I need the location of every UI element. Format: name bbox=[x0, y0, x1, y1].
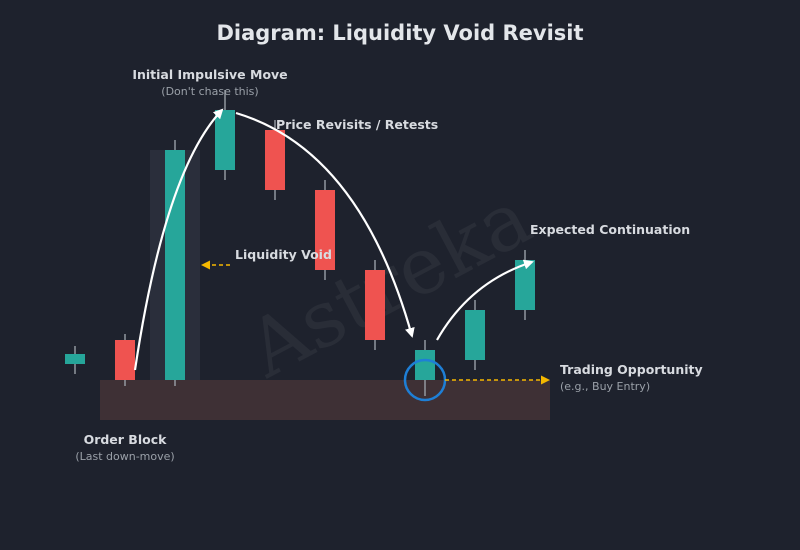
impulse-label: Initial Impulsive Move bbox=[132, 67, 287, 82]
retest-arrow bbox=[235, 111, 415, 338]
candle-2 bbox=[115, 334, 135, 386]
diagram-title: Diagram: Liquidity Void Revisit bbox=[216, 21, 583, 45]
impulse-move-arrow bbox=[133, 108, 224, 371]
trading-opportunity-label: Trading Opportunity bbox=[560, 362, 703, 377]
watermark: Astreka bbox=[233, 173, 545, 396]
candle-body bbox=[315, 190, 335, 270]
candle-5 bbox=[265, 120, 285, 200]
candle-4 bbox=[215, 90, 235, 180]
candle-body bbox=[65, 354, 85, 364]
continuation-arrow bbox=[436, 259, 534, 341]
candle-body bbox=[215, 110, 235, 170]
continuation-label: Expected Continuation bbox=[530, 222, 690, 237]
trading-opportunity-sublabel: (e.g., Buy Entry) bbox=[560, 380, 650, 393]
candle-7 bbox=[365, 260, 385, 350]
candle-8 bbox=[415, 340, 435, 396]
order-block-sublabel: (Last down-move) bbox=[75, 450, 174, 463]
liquidity-void-label: Liquidity Void bbox=[235, 247, 332, 262]
impulse-sublabel: (Don't chase this) bbox=[161, 85, 258, 98]
candle-9 bbox=[465, 300, 485, 370]
order-block-zone bbox=[100, 380, 550, 420]
candle-body bbox=[165, 150, 185, 380]
candle-body bbox=[115, 340, 135, 380]
order-block-label: Order Block bbox=[84, 432, 168, 447]
candle-body bbox=[465, 310, 485, 360]
candle-body bbox=[365, 270, 385, 340]
candle-6 bbox=[315, 180, 335, 280]
candle-body bbox=[415, 350, 435, 380]
candle-body bbox=[515, 260, 535, 310]
candle-body bbox=[265, 130, 285, 190]
candle-10 bbox=[515, 250, 535, 320]
retest-label: Price Revisits / Retests bbox=[276, 117, 438, 132]
candle-1 bbox=[65, 346, 85, 374]
